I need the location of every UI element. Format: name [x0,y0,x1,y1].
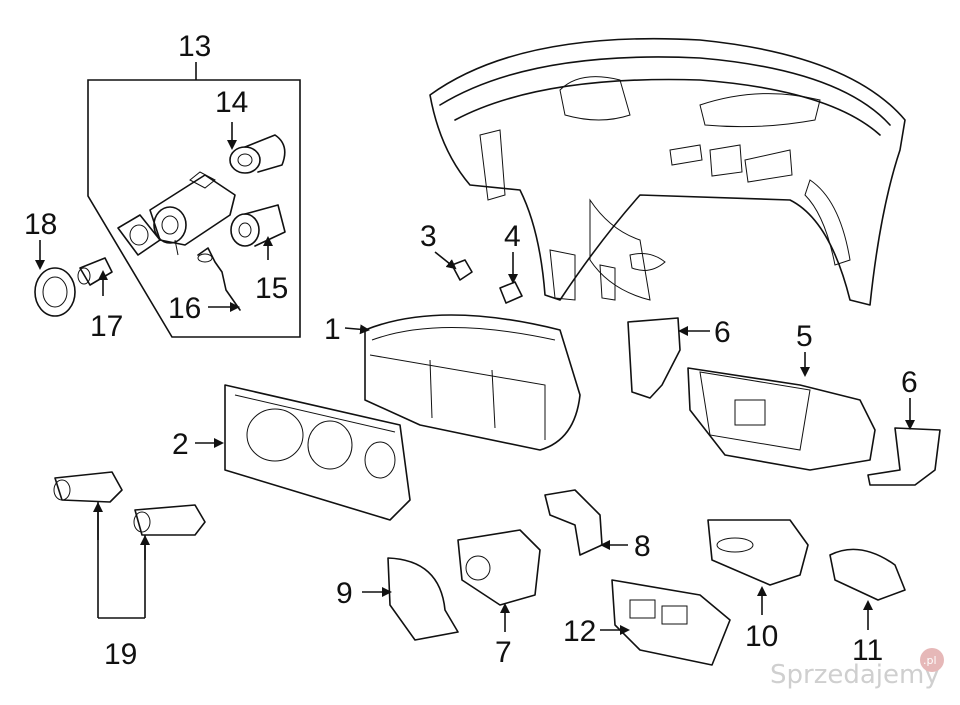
callout-10: 10 [745,620,778,653]
bezel-ring [117,214,161,256]
headlamp-switch [457,529,541,606]
transponder-coil [197,247,241,311]
callout-13: 13 [178,30,211,63]
watermark-badge-icon [920,648,944,672]
watermark-badge: .pl [923,654,937,667]
knob-17 [77,257,113,286]
trim-panel-9 [387,557,459,641]
watermark: Sprzedajemy .pl [770,648,944,690]
switch-panel-12 [611,579,731,666]
callout-7: 7 [495,636,512,669]
radio-unit [687,367,876,471]
switch-19-a [53,471,123,503]
callout-16: 16 [168,292,201,325]
bracket-6-right [867,427,941,486]
bulb-4 [499,281,523,304]
callout-15: 15 [255,272,288,305]
callout-3: 3 [420,220,437,253]
callout-labels: 1 2 3 4 5 6 6 7 8 9 10 11 12 13 14 15 16… [24,30,918,671]
dashboard-assembly [429,37,906,306]
callout-5: 5 [796,320,813,353]
callout-8: 8 [634,530,651,563]
callout-1: 1 [324,313,341,346]
cluster-bezel [224,384,411,521]
bracket-6-left [627,317,681,399]
lock-cylinder [229,134,286,174]
callout-17: 17 [90,310,123,343]
callout-6-left: 6 [714,316,731,349]
watermark-text: Sprzedajemy [770,660,940,690]
callout-18: 18 [24,208,57,241]
instrument-cluster [364,314,581,451]
callout-19: 19 [104,638,137,671]
switch-10 [707,519,809,586]
clip-3 [451,259,473,281]
callout-4: 4 [504,220,521,253]
leader-lines [35,122,915,635]
ring-18 [34,267,76,317]
bracket-8 [544,489,603,556]
callout-14: 14 [215,86,248,119]
switch-19-b [133,504,206,536]
ignition-switch [149,171,236,256]
switch-11 [829,548,906,601]
callout-6-right: 6 [901,366,918,399]
ignition-housing [230,204,286,247]
callout-11: 11 [852,634,883,667]
ignition-group-bracket [87,62,301,338]
callout-12: 12 [563,615,596,648]
callout-2: 2 [172,428,189,461]
callout-9: 9 [336,577,353,610]
